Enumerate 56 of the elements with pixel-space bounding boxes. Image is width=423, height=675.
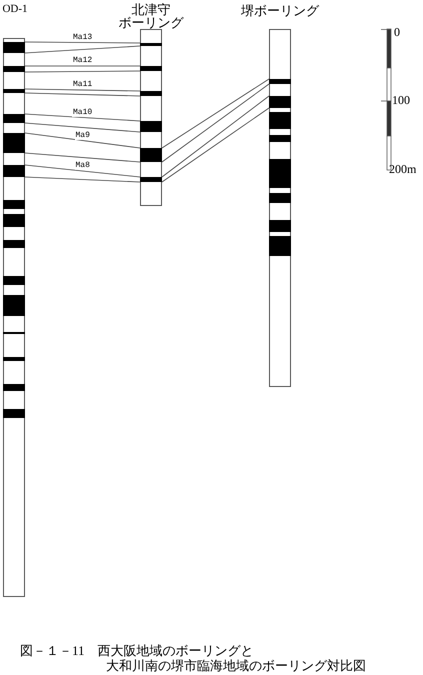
layer-band <box>269 112 291 129</box>
correlation-line <box>24 88 140 92</box>
layer-band <box>3 133 25 153</box>
correlation-line <box>24 92 140 96</box>
correlation-line <box>24 132 140 148</box>
layer-band <box>3 165 25 177</box>
layer-band <box>140 91 162 96</box>
edge-label: Ma11 <box>72 81 94 89</box>
correlation-line <box>162 108 270 182</box>
column-heading: 堺ボーリング <box>240 4 320 18</box>
scale-label: 200m <box>389 163 416 175</box>
layer-band <box>3 66 25 72</box>
layer-band <box>269 96 291 108</box>
layer-band <box>3 114 25 123</box>
layer-band <box>269 193 291 203</box>
column-heading: OD-1 <box>1 4 29 17</box>
layer-band <box>140 148 162 162</box>
correlation-line <box>162 78 270 148</box>
layer-band <box>140 66 162 71</box>
layer-band <box>140 121 162 132</box>
correlation-line <box>162 84 270 162</box>
correlation-line <box>24 114 140 122</box>
layer-band <box>269 220 291 232</box>
correlation-line <box>24 152 140 162</box>
correlation-line <box>24 176 140 182</box>
edge-label: Ma8 <box>74 162 91 170</box>
correlation-line <box>24 164 140 178</box>
edge-label: Ma9 <box>74 132 91 140</box>
correlation-line <box>24 42 140 44</box>
layer-band <box>269 79 291 84</box>
layer-band <box>269 135 291 142</box>
edge-label: Ma12 <box>72 57 94 65</box>
layer-band <box>3 295 25 316</box>
layer-band <box>3 240 25 248</box>
layer-band <box>3 384 25 391</box>
layer-band <box>269 159 291 188</box>
layer-band <box>3 89 25 93</box>
scale-label: 0 <box>394 26 400 38</box>
edge-label: Ma10 <box>72 108 94 116</box>
layer-band <box>269 236 291 256</box>
correlation-line <box>24 46 140 54</box>
edge-label: Ma13 <box>72 34 94 42</box>
correlation-line <box>24 122 140 132</box>
layer-band <box>3 276 25 285</box>
correlation-line <box>162 96 270 178</box>
layer-band <box>3 214 25 227</box>
layer-band <box>140 177 162 182</box>
layer-band <box>3 42 25 53</box>
figure-caption: 図－１－11 西大阪地域のボーリングと大和川南の堺市臨海地域のボーリング対比図 <box>20 643 366 673</box>
layer-band <box>3 357 25 361</box>
layer-band <box>140 43 162 46</box>
column-heading: 北津守ボーリング <box>118 3 185 29</box>
layer-band <box>3 409 25 418</box>
layer-band <box>3 200 25 209</box>
correlation-line <box>24 70 140 72</box>
scale-label: 100 <box>392 94 410 106</box>
